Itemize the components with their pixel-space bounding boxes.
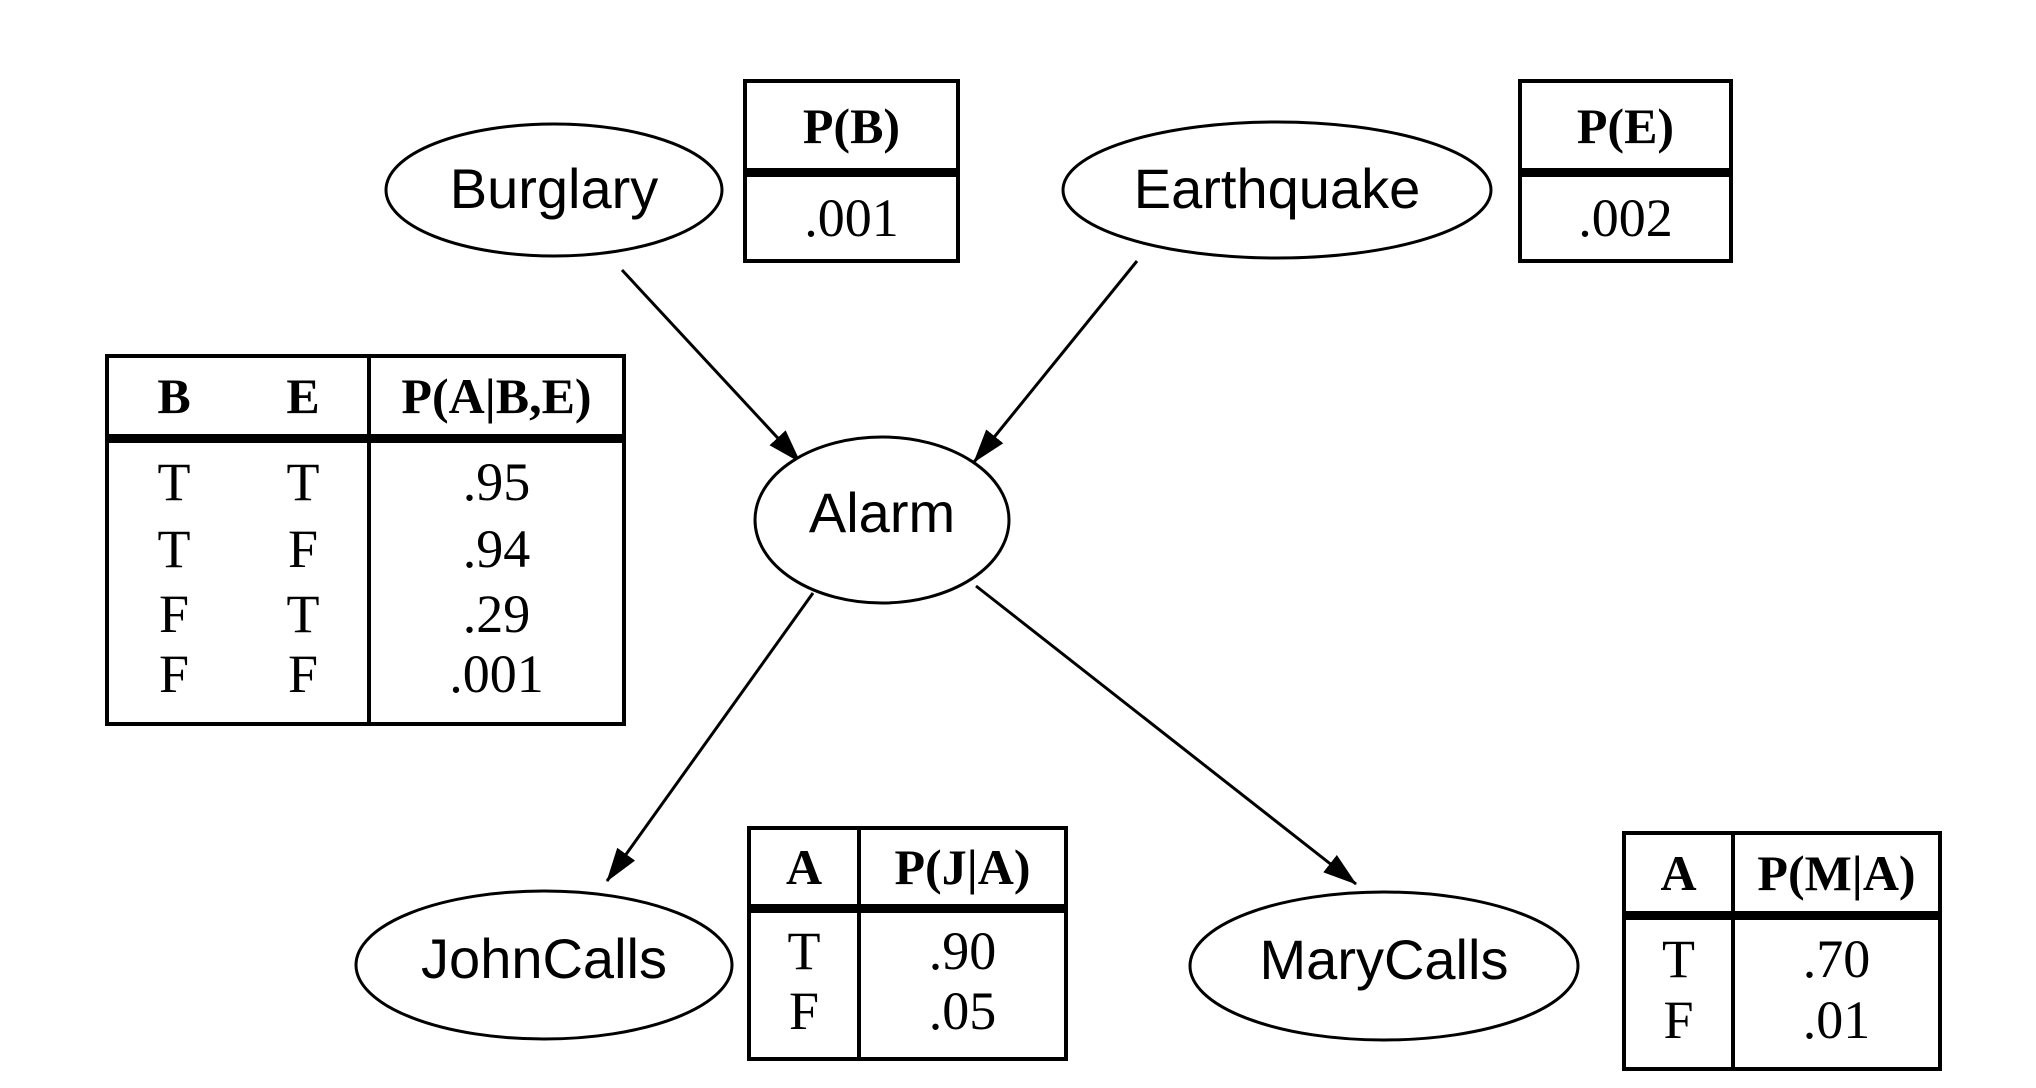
- cpt-header: P(E): [1522, 83, 1729, 177]
- table-row: T T .95: [109, 438, 622, 517]
- table-row: T F .94: [109, 516, 622, 582]
- node-earthquake-label: Earthquake: [1134, 157, 1420, 220]
- edge-earthquake-alarm: [972, 260, 1139, 463]
- cpt-cell: F: [158, 584, 190, 645]
- cpt-cell: F: [158, 643, 190, 704]
- cpt-cell: T: [157, 452, 191, 513]
- cpt-value: .002: [1578, 188, 1673, 248]
- cpt-cell: .94: [367, 516, 622, 582]
- node-alarm: Alarm: [753, 435, 1011, 605]
- node-alarm-label: Alarm: [809, 481, 955, 544]
- cpt-cell: T: [787, 921, 821, 982]
- cpt-johncalls: A P(J|A) T .90 F .05: [747, 826, 1068, 1061]
- edge-alarm-marycalls: [975, 584, 1357, 886]
- node-johncalls-label: JohnCalls: [421, 927, 667, 990]
- edge-alarm-johncalls: [605, 592, 815, 882]
- table-row: F .01: [1626, 989, 1938, 1067]
- node-burglary-label: Burglary: [450, 157, 659, 220]
- cpt-header-prob: P(A|B,E): [367, 358, 622, 443]
- cpt-cell: F: [287, 643, 319, 704]
- cpt-header-e: E: [239, 358, 369, 443]
- node-burglary: Burglary: [384, 122, 724, 258]
- cpt-cell: .001: [367, 647, 622, 722]
- node-johncalls: JohnCalls: [354, 889, 734, 1041]
- cpt-header-a: A: [1626, 835, 1733, 920]
- table-row: F .05: [751, 984, 1064, 1057]
- cpt-cell: F: [1663, 989, 1694, 1050]
- cpt-cell: T: [286, 452, 320, 513]
- cpt-header-prob: P(J|A): [857, 830, 1064, 913]
- cpt-alarm: B E P(A|B,E) T T .95 T F .94 F T .29 F: [105, 354, 626, 726]
- cpt-burglary: P(B) .001: [743, 79, 960, 263]
- cpt-cell: .70: [1731, 915, 1938, 993]
- node-marycalls-label: MaryCalls: [1260, 928, 1509, 991]
- cpt-cell: .95: [367, 438, 622, 517]
- table-row: T .70: [1626, 915, 1938, 993]
- cpt-cell: T: [286, 584, 320, 645]
- cpt-header: P(B): [747, 83, 956, 177]
- cpt-header-b: B: [109, 358, 239, 443]
- cpt-cell: F: [287, 518, 319, 579]
- cpt-cell: .05: [857, 984, 1064, 1057]
- node-marycalls: MaryCalls: [1188, 890, 1580, 1042]
- cpt-header-prob: P(M|A): [1731, 835, 1938, 920]
- edge-burglary-alarm: [620, 268, 802, 464]
- cpt-cell: .29: [367, 581, 622, 647]
- cpt-earthquake: P(E) .002: [1518, 79, 1733, 263]
- table-row: F F .001: [109, 647, 622, 722]
- cpt-header-a: A: [751, 830, 859, 913]
- node-earthquake: Earthquake: [1061, 120, 1493, 260]
- cpt-marycalls: A P(M|A) T .70 F .01: [1622, 831, 1942, 1071]
- cpt-cell: F: [788, 980, 820, 1041]
- cpt-cell: T: [1662, 929, 1695, 989]
- cpt-value: .001: [804, 188, 899, 248]
- cpt-cell: .90: [857, 908, 1064, 984]
- cpt-cell: T: [157, 518, 191, 579]
- cpt-cell: .01: [1731, 992, 1938, 1067]
- table-row: F T .29: [109, 581, 622, 647]
- table-row: T .90: [751, 908, 1064, 984]
